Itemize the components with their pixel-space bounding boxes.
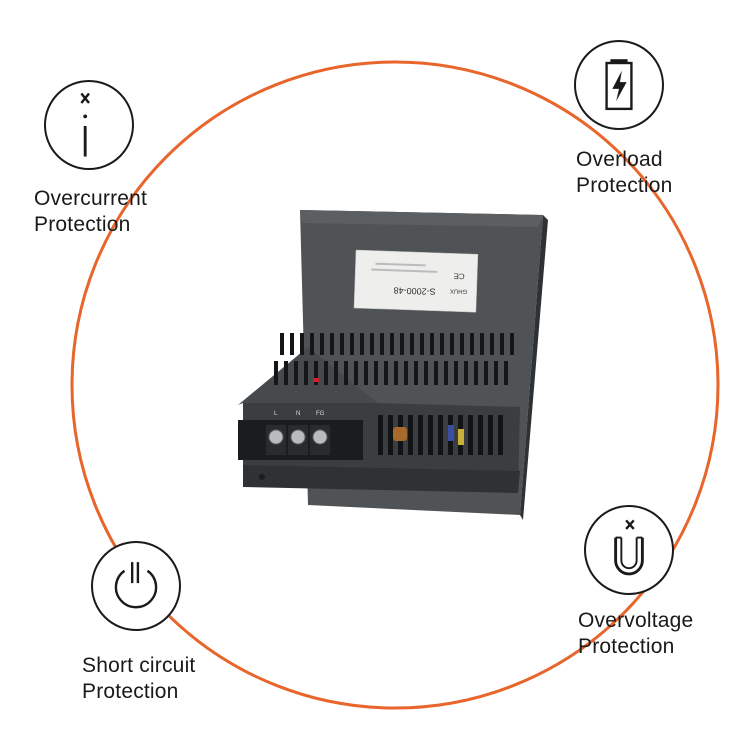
overload-line2: Protection [576, 174, 673, 197]
overvoltage-badge [584, 505, 674, 595]
terminal-l: L [274, 411, 278, 417]
overvoltage-line2: Protection [578, 635, 675, 658]
terminal-n: N [296, 411, 300, 417]
overvoltage-label: Overvoltage Protection [578, 608, 693, 660]
overload-label: Overload Protection [576, 147, 673, 199]
current-meter-icon [80, 92, 90, 157]
short-circuit-line2: Protection [82, 680, 179, 703]
terminal-fg: FG [316, 411, 325, 417]
short-circuit-line1: Short circuit [82, 654, 196, 677]
overload-badge [574, 40, 664, 130]
overvoltage-line1: Overvoltage [578, 609, 694, 632]
overload-line1: Overload [576, 148, 663, 171]
short-circuit-label: Short circuit Protection [82, 653, 195, 705]
overcurrent-label: Overcurrent Protection [34, 186, 147, 238]
magnet-icon [614, 519, 644, 576]
power-icon [114, 562, 158, 609]
power-supply-image: S-2000-48 GHUX CE [188, 175, 560, 550]
overcurrent-line1: Overcurrent [34, 187, 148, 210]
brand-text: GHUX [450, 287, 468, 294]
battery-bolt-icon [605, 59, 633, 111]
ce-mark-text: CE [453, 271, 464, 280]
model-text: S-2000-48 [393, 285, 435, 296]
overcurrent-badge [44, 80, 134, 170]
short-circuit-badge [91, 541, 181, 631]
overcurrent-line2: Protection [34, 213, 131, 236]
